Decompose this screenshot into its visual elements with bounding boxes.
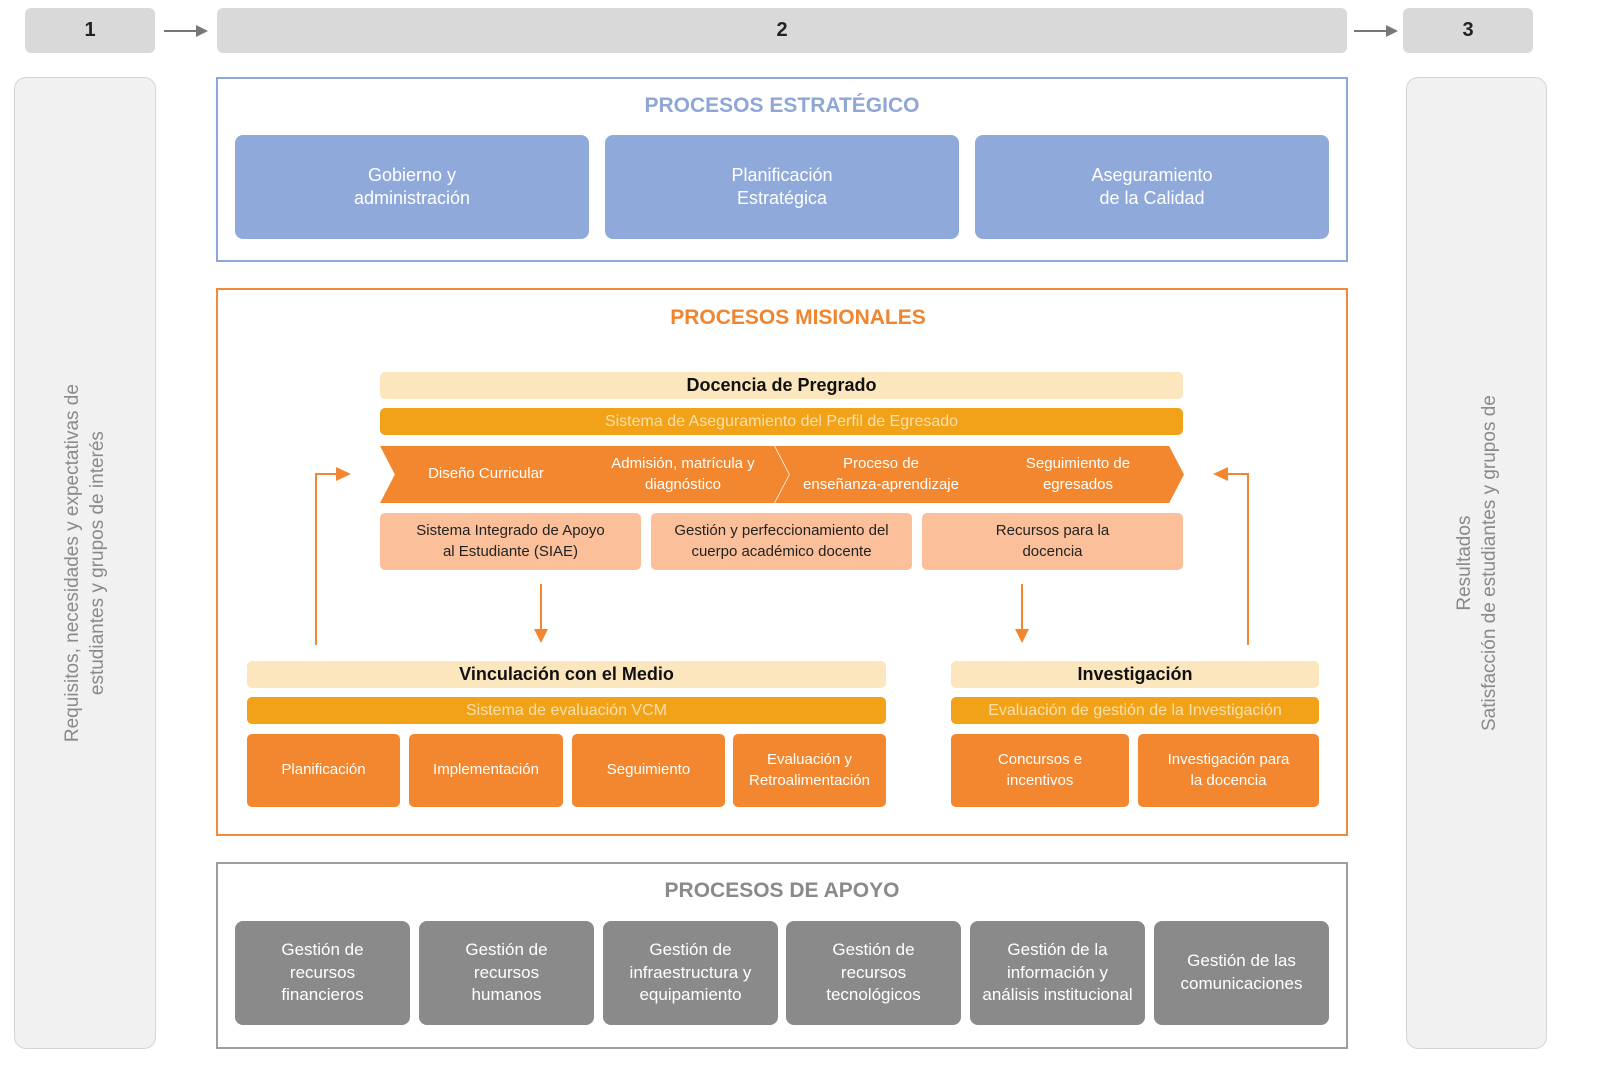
box-vcm-4-line-1: Evaluación y: [766, 751, 853, 769]
apoyo-title: PROCESOS DE APOYO: [664, 879, 900, 902]
box-apoyo-1-line-2: recursos: [289, 962, 356, 982]
box-vcm-1-line-1: Planificación: [281, 761, 366, 779]
box-apoyo-4-line-1: Gestión de: [832, 939, 915, 959]
box-planificacion-line-2: Estratégica: [736, 188, 828, 208]
box-vcm-evaluacion: Evaluación y Retroalimentación: [733, 734, 886, 807]
box-vcm-4-line-2: Retroalimentación: [749, 771, 870, 789]
box-recursos-humanos: Gestión de recursos humanos: [419, 921, 594, 1025]
arrow-right-icon: [1352, 8, 1400, 53]
box-inv-2-line-1: Investigación para: [1167, 751, 1290, 769]
box-infraestructura: Gestión de infraestructura y equipamient…: [603, 921, 778, 1025]
chevron-2-line-2: diagnóstico: [645, 475, 721, 493]
box-apoyo-1-line-3: financieros: [281, 985, 364, 1005]
box-inv-1-line-2: incentivos: [1006, 771, 1074, 789]
chevron-diseno-curricular: Diseño Curricular: [380, 446, 592, 503]
box-recursos-tecnologicos: Gestión de recursos tecnológicos: [786, 921, 961, 1025]
box-apoyo-6-line-2: comunicaciones: [1180, 974, 1303, 993]
docencia-system: Sistema de Aseguramiento del Perfil de E…: [380, 408, 1183, 435]
box-recursos-docencia: Recursos para la docencia: [922, 513, 1183, 570]
vinculacion-title: Vinculación con el Medio: [247, 661, 886, 688]
arrow-icon: [534, 584, 548, 643]
chevron-seguimiento-egresados: Seguimiento de egresados: [972, 446, 1184, 503]
box-apoyo-2-line-3: humanos: [471, 985, 542, 1005]
box-apoyo-5-line-1: Gestión de la: [1007, 939, 1108, 959]
docencia-title: Docencia de Pregrado: [380, 372, 1183, 399]
box-aseguramiento-line-1: Aseguramiento: [1091, 164, 1213, 185]
flow-arrows: [315, 467, 1249, 645]
arrow-right-icon: [162, 8, 210, 53]
box-cuerpo-line-1: Gestión y perfeccionamiento del: [674, 522, 889, 540]
chevron-1-line-1: Diseño Curricular: [428, 465, 544, 483]
box-recursos-financieros: Gestión de recursos financieros: [235, 921, 410, 1025]
box-gobierno-line-1: Gobierno y: [367, 164, 457, 185]
chevron-3-line-2: enseñanza-aprendizaje: [803, 475, 959, 493]
investigacion-system: Evaluación de gestión de la Investigació…: [951, 697, 1319, 724]
left-panel-text: Requisitos, necesidades y expectativas d…: [60, 384, 110, 742]
chevron-admision: Admisión, matrícula y diagnóstico: [577, 446, 789, 503]
arrow-icon: [1015, 584, 1029, 643]
box-apoyo-3-line-3: equipamiento: [639, 985, 742, 1005]
box-apoyo-1-line-1: Gestión de: [281, 939, 364, 959]
left-panel-line-2: estudiantes y grupos de interés: [87, 430, 109, 696]
box-gestion-cuerpo-academico: Gestión y perfeccionamiento del cuerpo a…: [651, 513, 912, 570]
box-gobierno-line-2: administración: [353, 188, 471, 208]
box-comunicaciones: Gestión de las comunicaciones: [1154, 921, 1329, 1025]
box-recursos-line-2: docencia: [1022, 542, 1083, 560]
box-apoyo-2-line-1: Gestión de: [465, 939, 548, 959]
box-investigacion-docencia: Investigación para la docencia: [1138, 734, 1319, 807]
chevron-4-line-1: Seguimiento de: [1025, 455, 1131, 473]
vinculacion-system: Sistema de evaluación VCM: [247, 697, 886, 724]
right-panel-results: Resultados Satisfacción de estudiantes y…: [1406, 77, 1547, 1049]
box-planificacion-estrategica: Planificación Estratégica: [605, 135, 959, 239]
box-vcm-seguimiento: Seguimiento: [572, 734, 725, 807]
right-panel-line-2: Satisfacción de estudiantes y grupos de: [1478, 395, 1500, 731]
box-vcm-3-line-1: Seguimiento: [606, 761, 691, 779]
box-apoyo-5-line-3: análisis institucional: [982, 985, 1133, 1005]
chevron-proceso-ensenanza: Proceso de enseñanza-aprendizaje: [775, 446, 987, 503]
box-cuerpo-line-2: cuerpo académico docente: [691, 542, 872, 560]
box-recursos-line-1: Recursos para la: [995, 522, 1110, 540]
left-panel-line-1: Requisitos, necesidades y expectativas d…: [61, 383, 83, 743]
step-2: 2: [217, 8, 1347, 53]
box-apoyo-2-line-2: recursos: [473, 962, 540, 982]
box-apoyo-3-line-2: infraestructura y: [629, 962, 752, 982]
box-vcm-2-line-1: Implementación: [433, 761, 539, 779]
box-concursos-incentivos: Concursos e incentivos: [951, 734, 1129, 807]
box-inv-2-line-2: la docencia: [1190, 771, 1267, 789]
box-vcm-implementacion: Implementación: [409, 734, 563, 807]
chevron-4-line-2: egresados: [1042, 475, 1114, 493]
step-3: 3: [1403, 8, 1533, 53]
left-panel-inputs: Requisitos, necesidades y expectativas d…: [14, 77, 156, 1049]
box-siae-line-2: al Estudiante (SIAE): [442, 542, 579, 560]
right-panel-text: Resultados Satisfacción de estudiantes y…: [1451, 395, 1501, 731]
box-apoyo-5-line-2: información y: [1006, 962, 1109, 982]
box-aseguramiento: Aseguramiento de la Calidad: [975, 135, 1329, 239]
box-aseguramiento-line-2: de la Calidad: [1099, 188, 1205, 208]
step-1: 1: [25, 8, 155, 53]
estrategico-title: PROCESOS ESTRATÉGICO: [644, 94, 920, 117]
right-panel-line-1: Resultados: [1453, 515, 1475, 611]
box-apoyo-6-line-1: Gestión de las: [1187, 951, 1296, 971]
investigacion-title: Investigación: [951, 661, 1319, 688]
box-siae-line-1: Sistema Integrado de Apoyo: [416, 522, 605, 540]
box-planificacion-line-1: Planificación: [731, 164, 833, 185]
box-siae: Sistema Integrado de Apoyo al Estudiante…: [380, 513, 641, 570]
misionales-title: PROCESOS MISIONALES: [670, 306, 926, 329]
box-informacion-analisis: Gestión de la información y análisis ins…: [970, 921, 1145, 1025]
box-apoyo-4-line-2: recursos: [840, 962, 907, 982]
arrow-icon: [1213, 467, 1249, 645]
box-vcm-planificacion: Planificación: [247, 734, 400, 807]
box-gobierno: Gobierno y administración: [235, 135, 589, 239]
box-apoyo-3-line-1: Gestión de: [649, 939, 732, 959]
box-apoyo-4-line-3: tecnológicos: [826, 985, 921, 1005]
arrow-icon: [315, 467, 351, 645]
chevron-3-line-1: Proceso de: [843, 455, 919, 473]
box-inv-1-line-1: Concursos e: [997, 751, 1083, 769]
chevron-2-line-1: Admisión, matrícula y: [611, 455, 755, 473]
